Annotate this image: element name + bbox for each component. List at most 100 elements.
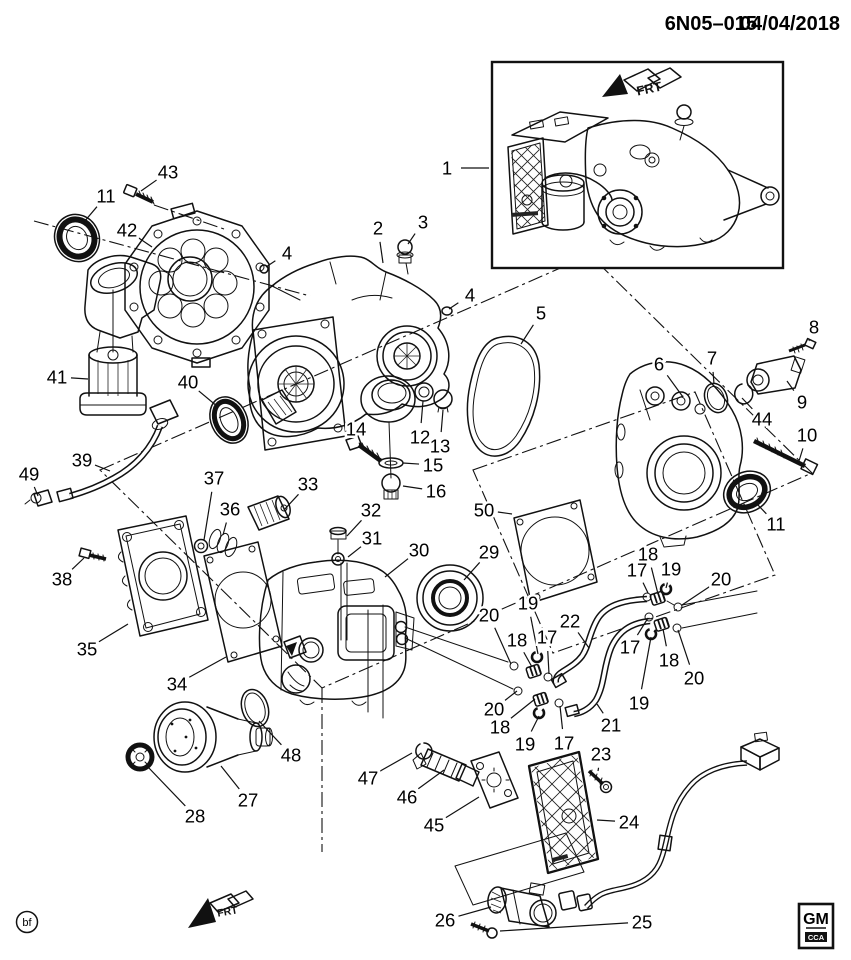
part-seal-40 bbox=[209, 396, 249, 444]
inset-box: FRT bbox=[490, 60, 785, 270]
leader-line-18 bbox=[510, 698, 536, 719]
leader-line-43 bbox=[140, 179, 157, 192]
part-breather-3 bbox=[396, 239, 414, 275]
part-gasket-50 bbox=[513, 499, 598, 604]
callout-42: 42 bbox=[117, 220, 138, 241]
callout-24: 24 bbox=[619, 812, 640, 833]
leader-line-4 bbox=[265, 260, 276, 268]
leader-line-23 bbox=[597, 767, 600, 772]
gm-logo-text: GM bbox=[803, 911, 829, 928]
leader-line-36 bbox=[222, 522, 227, 536]
part-seal-29 bbox=[416, 564, 484, 632]
callout-48: 48 bbox=[281, 745, 302, 766]
callout-47: 47 bbox=[358, 768, 379, 789]
callout-36: 36 bbox=[220, 499, 241, 520]
part-module-24 bbox=[527, 750, 600, 875]
leader-line-12 bbox=[420, 400, 424, 424]
callout-9: 9 bbox=[797, 392, 807, 413]
leader-line-49 bbox=[33, 486, 39, 497]
callout-17: 17 bbox=[537, 627, 558, 648]
callout-27: 27 bbox=[238, 790, 259, 811]
part-hose-22 bbox=[550, 595, 648, 689]
part-seal-11-right bbox=[722, 470, 772, 514]
callout-17: 17 bbox=[554, 733, 575, 754]
part-clutch-drum-27 bbox=[153, 701, 273, 773]
callout-50: 50 bbox=[474, 500, 495, 521]
doc-number: 6N05–015 bbox=[665, 13, 757, 35]
callout-7: 7 bbox=[707, 348, 717, 369]
leader-line-16 bbox=[402, 485, 423, 490]
callout-20: 20 bbox=[711, 569, 732, 590]
callout-18: 18 bbox=[507, 630, 528, 651]
leader-line-19 bbox=[530, 715, 540, 732]
callout-45: 45 bbox=[424, 815, 445, 836]
grille-hatch bbox=[511, 143, 545, 229]
part-pump-26 bbox=[487, 882, 557, 928]
leader-line-19 bbox=[530, 616, 539, 655]
leader-line-7 bbox=[712, 371, 715, 385]
leader-line-20 bbox=[681, 586, 710, 606]
callout-35: 35 bbox=[77, 639, 98, 660]
callout-19: 19 bbox=[661, 559, 682, 580]
fitting-set-a bbox=[642, 582, 683, 612]
callout-26: 26 bbox=[435, 910, 456, 931]
part-hose-39 bbox=[56, 399, 179, 503]
part-hose-21 bbox=[564, 617, 651, 718]
part-solenoid-46 bbox=[412, 748, 480, 787]
frt-arrow-footer: FRT bbox=[188, 890, 254, 928]
callout-30: 30 bbox=[409, 540, 430, 561]
part-filter-plug-33 bbox=[247, 495, 291, 531]
construction-lines bbox=[33, 204, 813, 906]
callout-19: 19 bbox=[518, 593, 539, 614]
leader-line-18 bbox=[523, 651, 533, 668]
leader-line-18 bbox=[650, 567, 659, 595]
callout-5: 5 bbox=[536, 303, 546, 324]
part-oring-5 bbox=[466, 335, 541, 457]
leader-line-38 bbox=[71, 557, 85, 570]
part-bracket-45 bbox=[470, 751, 519, 809]
leader-line-47 bbox=[379, 752, 413, 772]
leader-line-19 bbox=[665, 582, 669, 589]
part-bolt-25 bbox=[470, 921, 498, 939]
fitting-set-c bbox=[509, 650, 553, 682]
leader-line-20 bbox=[504, 690, 518, 701]
leader-line-40 bbox=[198, 390, 219, 408]
part-cover-35 bbox=[117, 515, 209, 637]
frt-label-footer: FRT bbox=[216, 904, 239, 919]
gm-logo: GM CCA bbox=[797, 902, 835, 950]
gm-sub-text: CCA bbox=[808, 933, 825, 942]
leader-line-17 bbox=[636, 617, 649, 636]
part-bolt-43 bbox=[123, 183, 155, 205]
leader-line-48 bbox=[258, 720, 282, 746]
callout-20: 20 bbox=[484, 699, 505, 720]
part-rear-housing-30 bbox=[258, 559, 415, 706]
leader-line-27 bbox=[220, 765, 240, 790]
leader-line-15 bbox=[402, 462, 420, 465]
callout-1: 1 bbox=[442, 158, 452, 179]
leader-line-50 bbox=[497, 511, 513, 515]
leader-line-44 bbox=[741, 397, 753, 410]
part-spring-36 bbox=[208, 528, 238, 558]
leader-line-26 bbox=[458, 906, 492, 917]
part-washer-12 bbox=[414, 382, 434, 402]
callout-33: 33 bbox=[298, 474, 319, 495]
callout-11: 11 bbox=[96, 186, 115, 207]
part-filter-41 bbox=[79, 346, 147, 416]
frt-arrow-inset: FRT bbox=[602, 67, 682, 99]
part-fitting-49 bbox=[24, 489, 53, 507]
callout-20: 20 bbox=[684, 668, 705, 689]
part-bolt-14 bbox=[345, 435, 383, 463]
leader-line-34 bbox=[188, 656, 227, 678]
callout-32: 32 bbox=[361, 500, 382, 521]
leader-line-25 bbox=[499, 922, 629, 932]
leader-line-29 bbox=[463, 562, 481, 581]
part-plug-16 bbox=[381, 473, 401, 500]
leader-line-42 bbox=[138, 237, 153, 248]
callout-4: 4 bbox=[282, 243, 292, 264]
leader-line-31 bbox=[347, 546, 362, 558]
callout-28: 28 bbox=[185, 806, 206, 827]
part-seal-11-left bbox=[53, 213, 101, 263]
leader-line-45 bbox=[445, 796, 480, 819]
leader-line-13 bbox=[440, 409, 444, 433]
